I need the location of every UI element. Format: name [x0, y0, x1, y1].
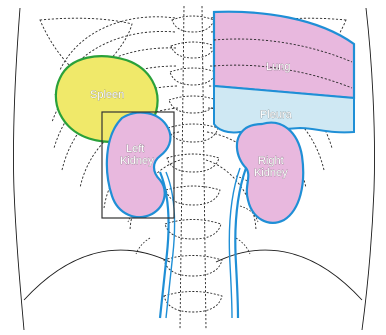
- spleen-label: Spleen: [90, 89, 124, 101]
- right-ureter: [235, 168, 246, 318]
- left-kidney-label-line2: Kidney: [120, 155, 154, 167]
- lung-label: Lung: [266, 61, 290, 73]
- right-kidney-label-line2: Kidney: [254, 167, 288, 179]
- left-kidney-label-line1: Left: [126, 143, 144, 155]
- pleura-label: Pleura: [260, 109, 293, 121]
- right-kidney-label-line1: Right: [258, 155, 284, 167]
